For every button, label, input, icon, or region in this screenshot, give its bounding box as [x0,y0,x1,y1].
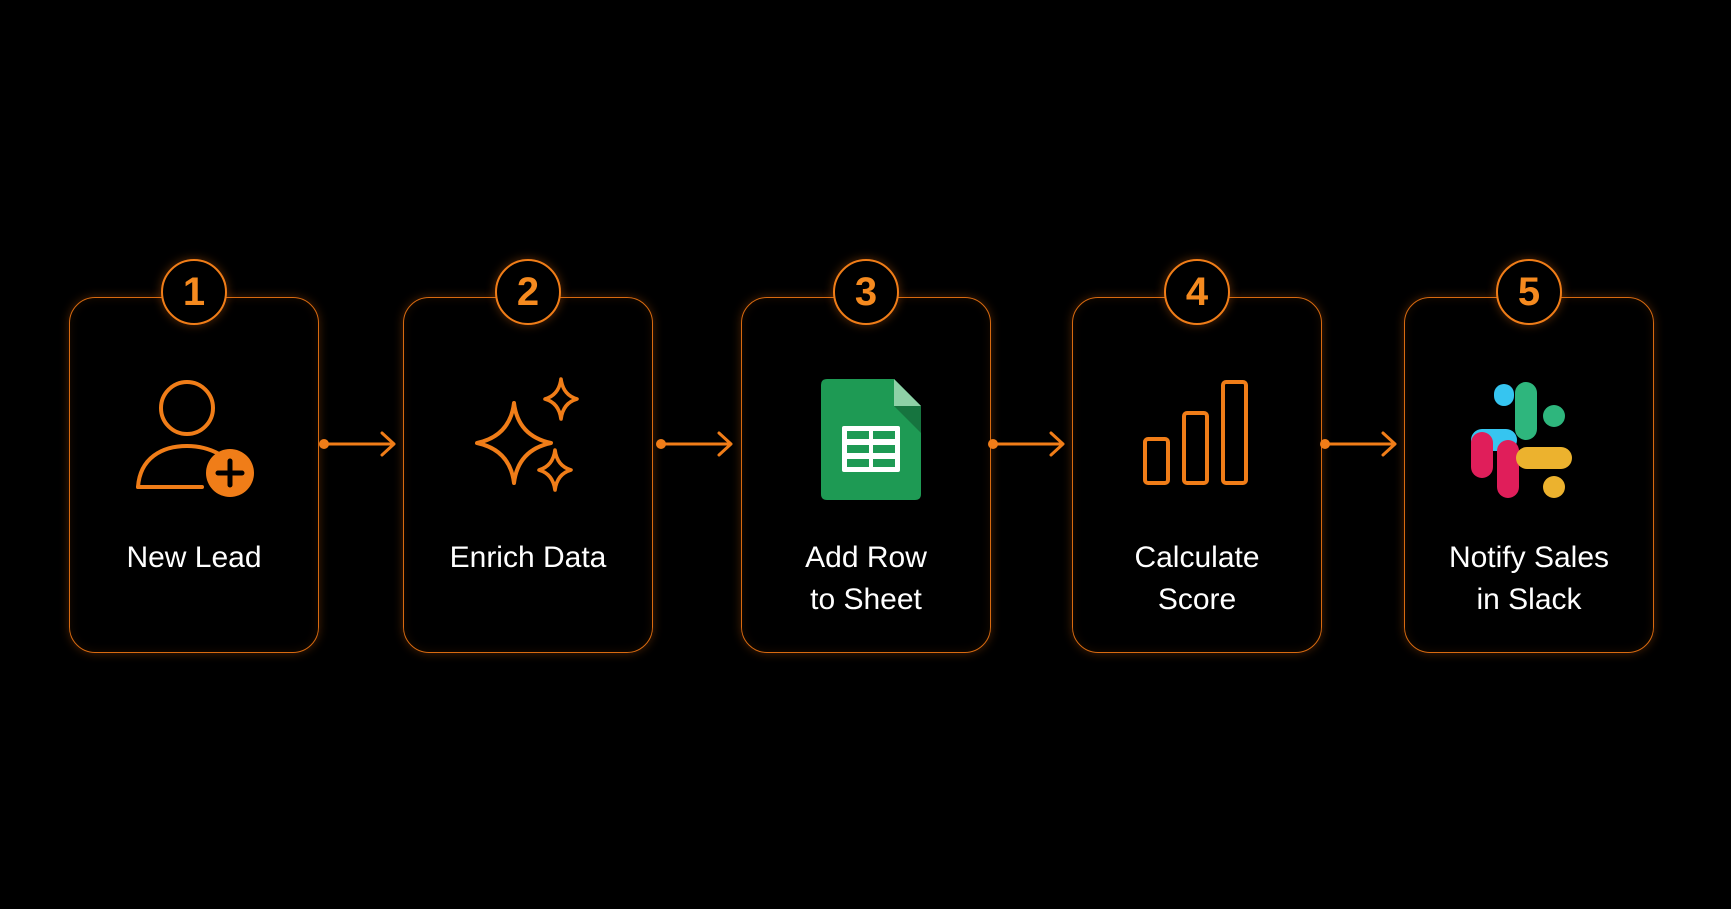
step-label-line: in Slack [1476,583,1582,616]
sparkles-icon [458,370,598,510]
step-number-badge: 4 [1164,259,1230,325]
arrow-connector-3-4 [987,424,1067,464]
step-2: 2 Enrich Data [403,259,653,653]
user-plus-icon [124,370,264,510]
step-label-line: Enrich Data [449,541,607,574]
step-5: 5 Notify Sales in Slack [1404,259,1654,653]
step-number-badge: 3 [833,259,899,325]
step-number-badge: 5 [1496,259,1562,325]
step-label-line: Add Row [805,541,927,574]
bar-chart-icon [1127,370,1267,510]
step-1: 1 New Lead [69,259,319,653]
step-label-line: Calculate [1134,541,1260,574]
step-label-line: Notify Sales [1448,541,1610,574]
slack-icon [1459,370,1599,510]
step-4: 4 Calculate Score [1072,259,1322,653]
google-sheets-icon [796,370,936,510]
step-label: Notify Sales in Slack [1404,537,1654,621]
arrow-connector-2-3 [655,424,735,464]
arrow-connector-1-2 [318,424,398,464]
step-label: Calculate Score [1072,537,1322,621]
step-label: New Lead [69,537,319,579]
arrow-connector-4-5 [1319,424,1399,464]
step-label-line: to Sheet [810,583,922,616]
step-label-line: New Lead [126,541,262,574]
step-label-line: Score [1157,583,1237,616]
step-label: Enrich Data [403,537,653,579]
step-label: Add Row to Sheet [741,537,991,621]
step-number-badge: 2 [495,259,561,325]
step-3: 3 Add Row to Sheet [741,259,991,653]
step-number-badge: 1 [161,259,227,325]
